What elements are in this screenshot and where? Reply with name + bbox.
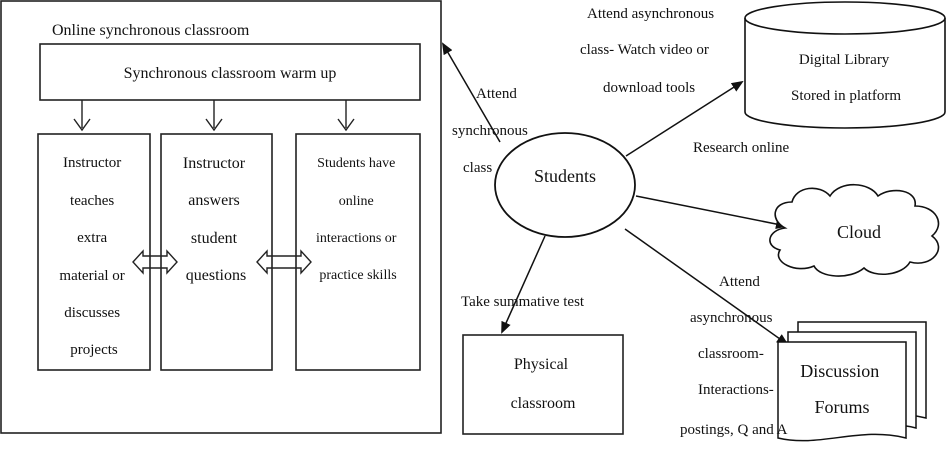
arrow-to-online-classroom [441, 42, 501, 143]
warmup-box [39, 43, 421, 101]
instructor-teaches-text: Instructor teaches extra material or dis… [59, 155, 128, 358]
arrow-to-physical-classroom [501, 235, 546, 334]
research-online-label: Research online [693, 140, 790, 156]
warmup-label: Synchronous classroom warm up [124, 65, 337, 82]
students-label: Students [534, 166, 596, 186]
students-interactions-text: Students have online interactions or pra… [316, 156, 400, 283]
instructor-answers-box [160, 133, 273, 371]
forums-label: Discussion Forums [800, 361, 884, 417]
physical-classroom-node [462, 334, 624, 435]
arrow-to-forums [624, 228, 789, 346]
edge-test-label: Take summative test [461, 294, 585, 310]
digital-library-node [744, 1, 946, 129]
double-arrow-right [256, 249, 312, 275]
edge-forums-label: Attend asynchronous classroom- Interacti… [680, 274, 788, 438]
arrow-to-cloud [635, 195, 788, 229]
instructor-answers-text: Instructor answers student questions [183, 155, 249, 284]
edge-sync-label: Attend synchronous class [452, 86, 532, 176]
edge-library-label: Attend asynchronous class- Watch video o… [580, 6, 718, 96]
cloud-node [769, 184, 940, 277]
online-classroom-title: Online synchronous classroom [52, 22, 250, 39]
instructor-teaches-box [37, 133, 151, 371]
physical-classroom-label: Physical classroom [511, 356, 576, 412]
students-node [494, 132, 636, 238]
digital-library-label: Digital Library Stored in platform [791, 52, 901, 104]
arrow-to-digital-library [625, 80, 744, 157]
discussion-forums-node [777, 321, 927, 442]
warmup-down-arrows [73, 100, 355, 132]
students-interactions-box [295, 133, 421, 371]
double-arrow-left [132, 249, 178, 275]
cloud-label: Cloud [837, 222, 881, 242]
